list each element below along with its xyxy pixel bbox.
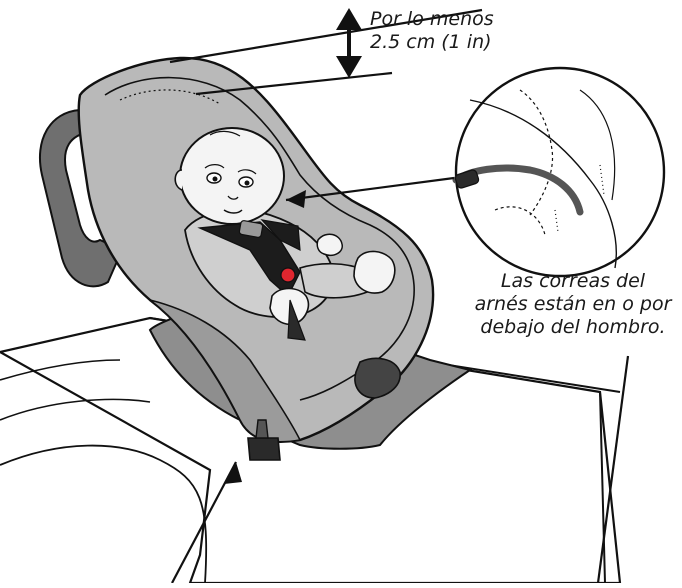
clearance-note: Por lo menos 2.5 cm (1 in) — [370, 8, 494, 54]
harness-note-line3: debajo del hombro. — [466, 316, 680, 339]
harness-note-line1: Las correas del — [466, 270, 680, 293]
clearance-note-line1: Por lo menos — [370, 8, 494, 31]
clearance-note-line2: 2.5 cm (1 in) — [370, 31, 494, 54]
harness-note-line2: arnés están en o por — [466, 293, 680, 316]
double-arrow-icon — [336, 8, 362, 78]
harness-detail-magnifier — [454, 68, 664, 276]
harness-note: Las correas del arnés están en o por deb… — [466, 270, 680, 339]
